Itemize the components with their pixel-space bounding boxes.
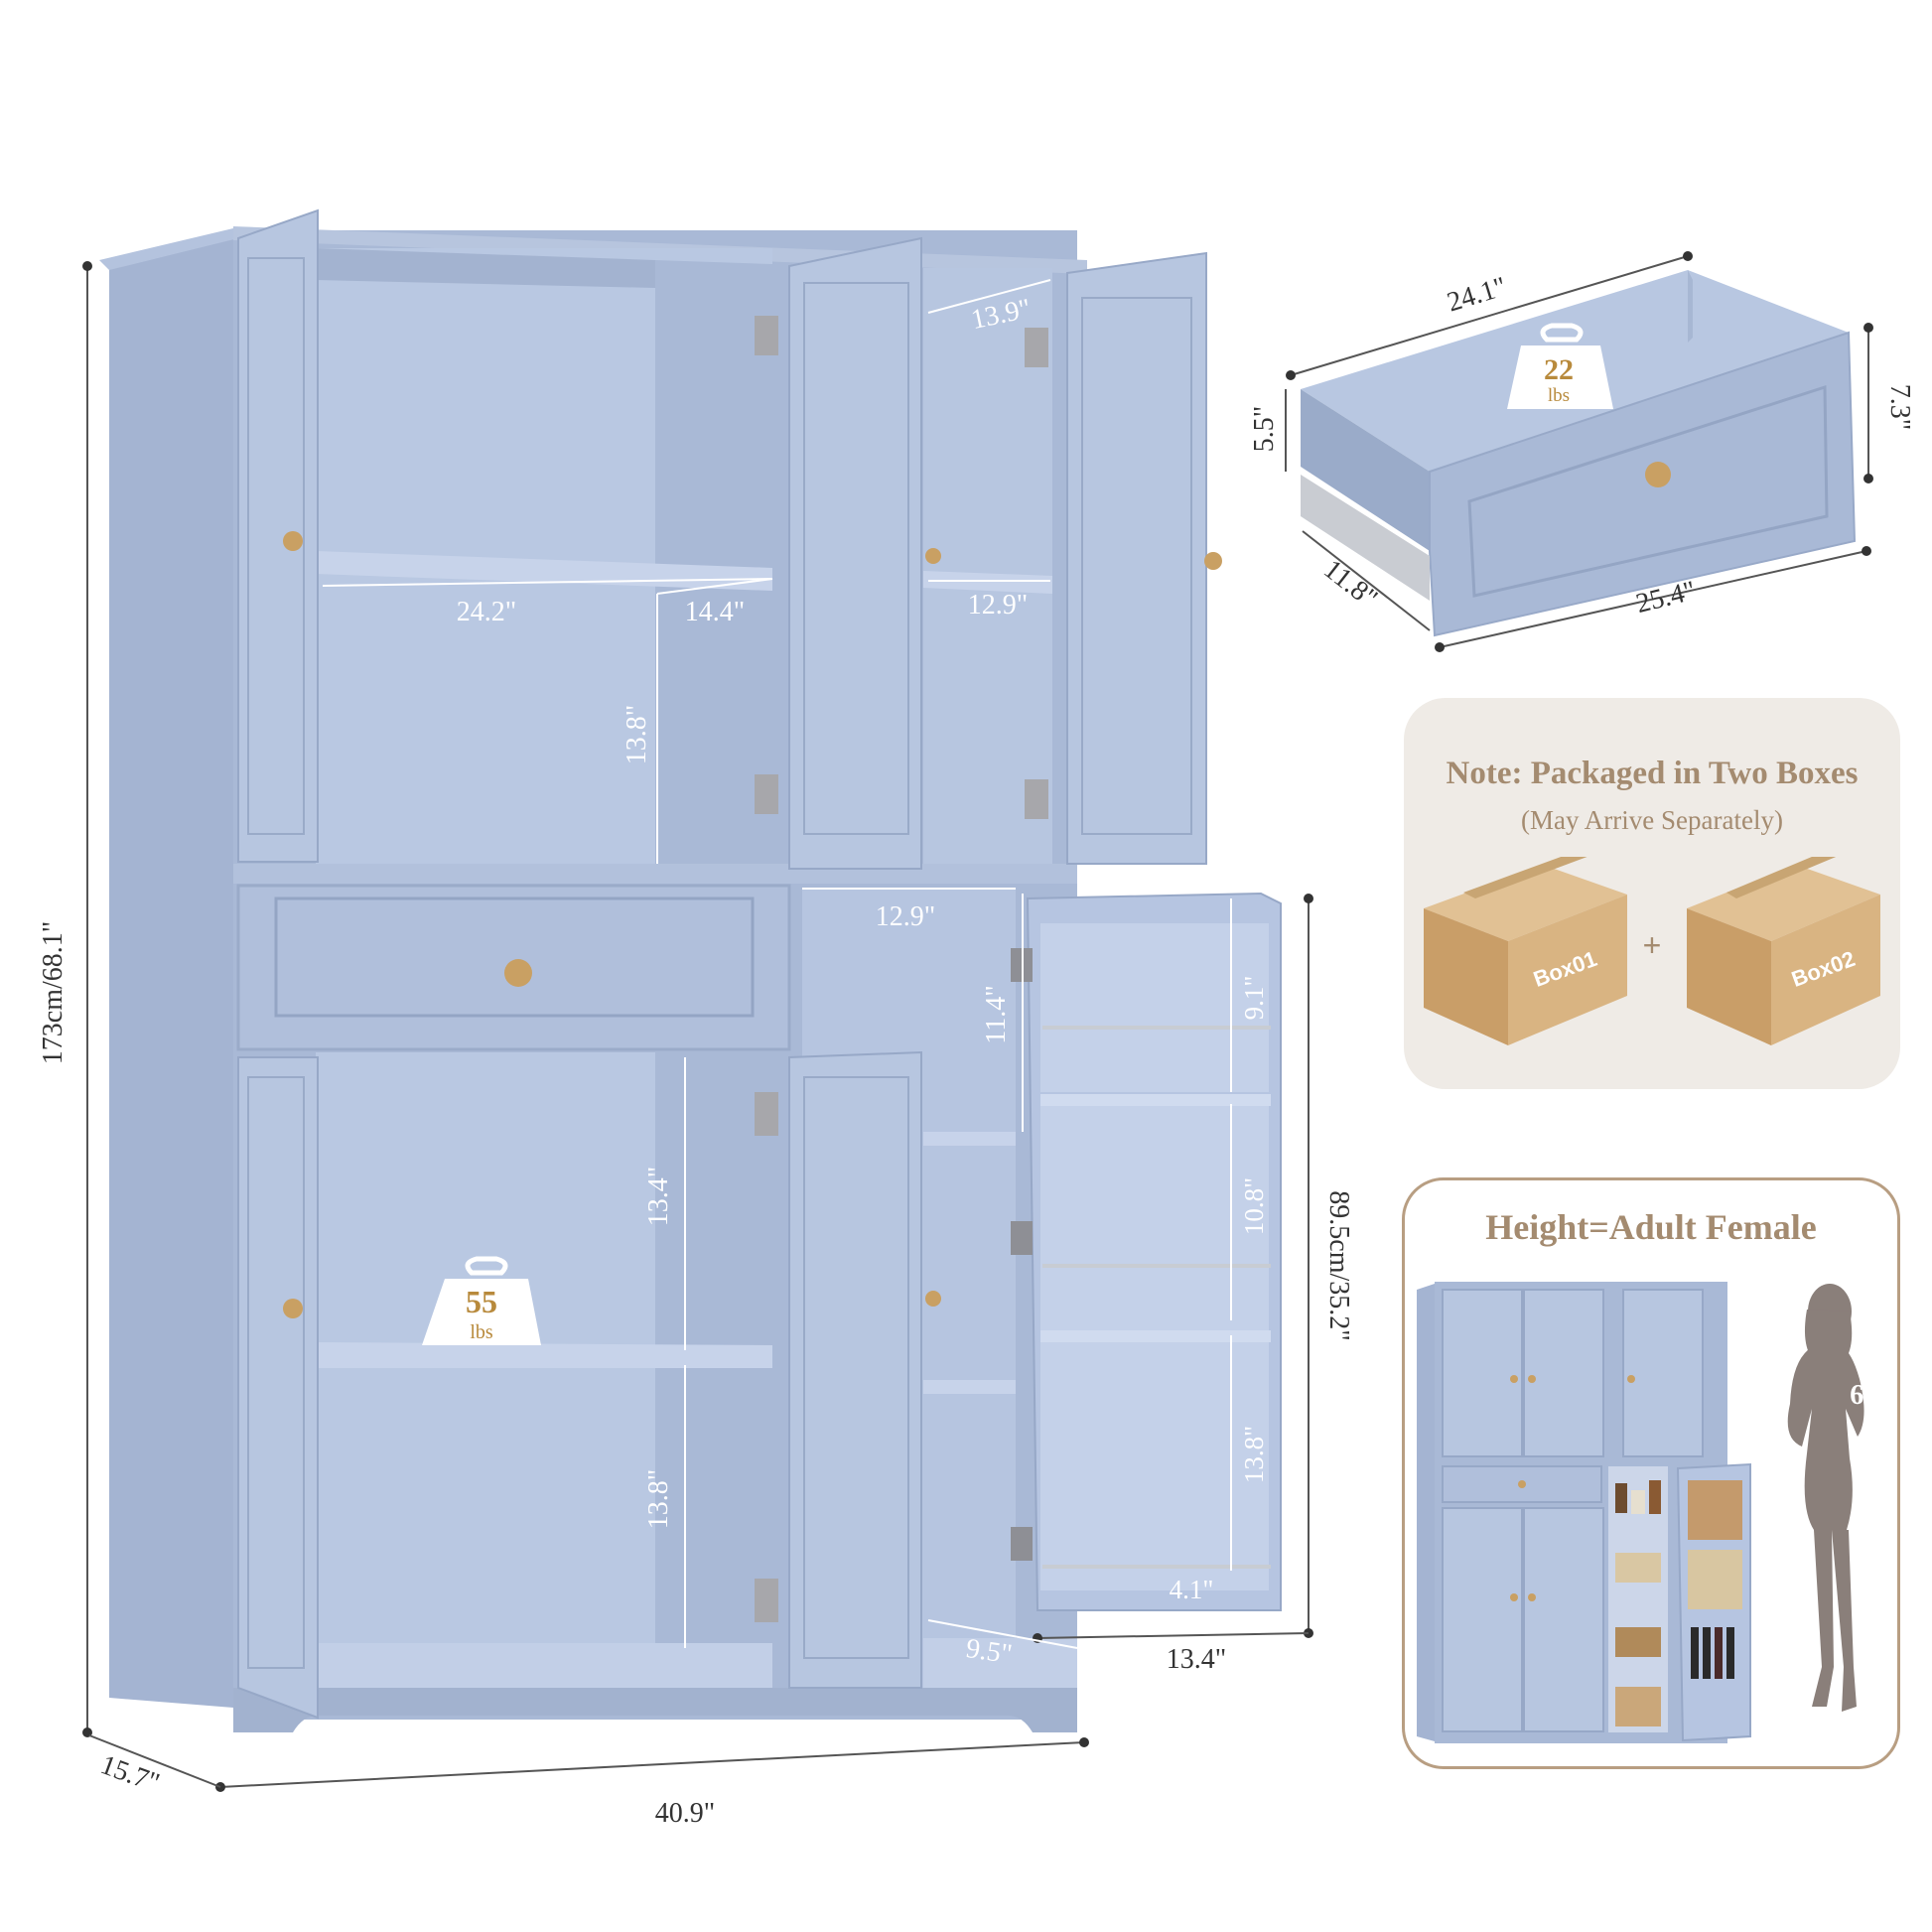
female-silhouette: 65" [1787,1284,1893,1712]
door-width-label: 13.4" [1167,1644,1226,1675]
rack-1-label: 9.1" [1239,976,1269,1021]
note-title: Note: Packaged in Two Boxes [1446,756,1859,791]
weight-badge-55: 55 lbs [422,1256,541,1345]
door-height-label: 89.5cm/35.2" [1323,1190,1354,1340]
upper-shelf-depth-label: 14.4" [685,597,745,627]
weight-value: 55 [466,1284,497,1319]
lower-top-height-label: 13.4" [643,1167,674,1226]
main-depth-label: 15.7" [96,1749,163,1799]
height-panel-title: Height=Adult Female [1485,1207,1817,1247]
drawer-front-height-label: 7.3" [1884,384,1915,430]
bottom-depth-label: 9.5" [964,1633,1014,1670]
right-top-height-label: 11.4" [981,985,1012,1043]
weight-unit: lbs [470,1321,493,1343]
main-width-label: 40.9" [655,1798,715,1829]
drawer-illustration: 22 lbs 24.1" 5.5" 7.3" 11.8" 25.4" [1249,251,1915,652]
main-cabinet: 55 lbs [99,208,1282,1732]
rack-2-label: 10.8" [1239,1177,1269,1235]
height-comparison-illustration: 65" [1417,1282,1893,1743]
lower-bottom-height-label: 13.8" [643,1469,674,1529]
mini-cabinet [1417,1282,1751,1743]
packaging-note-panel: Note: Packaged in Two Boxes (May Arrive … [1404,698,1900,1089]
box-02: Box02 [1687,857,1880,1045]
main-labels: 173cm/68.1" 40.9" 15.7" 13.9" 24.2" 14.4… [38,293,1354,1829]
right-depth-label: 12.9" [876,901,935,932]
plus-sign: + [1643,927,1662,963]
upper-height-label: 13.8" [621,705,652,764]
drawer-weight-value: 22 [1544,353,1574,386]
box-01: Box01 [1424,857,1627,1045]
boxes-illustration: Box01 + Box02 [1424,857,1880,1045]
drawer-inner-height-label: 5.5" [1249,406,1280,452]
drawer-weight-badge: 22 lbs [1507,323,1613,409]
note-subtitle: (May Arrive Separately) [1521,805,1783,835]
dimension-lines [82,261,1313,1792]
main-height-label: 173cm/68.1" [38,921,69,1064]
rack-depth-label: 4.1" [1170,1575,1214,1604]
height-comparison-panel: Height=Adult Female [1402,1177,1900,1769]
rack-3-label: 13.8" [1239,1426,1269,1483]
drawer-weight-unit: lbs [1548,385,1570,406]
upper-right-depth-label: 12.9" [968,590,1028,621]
figure-height-label: 65" [1850,1380,1893,1411]
drawer-top-width-label: 24.1" [1444,271,1510,318]
upper-shelf-width-label: 24.2" [457,597,516,627]
